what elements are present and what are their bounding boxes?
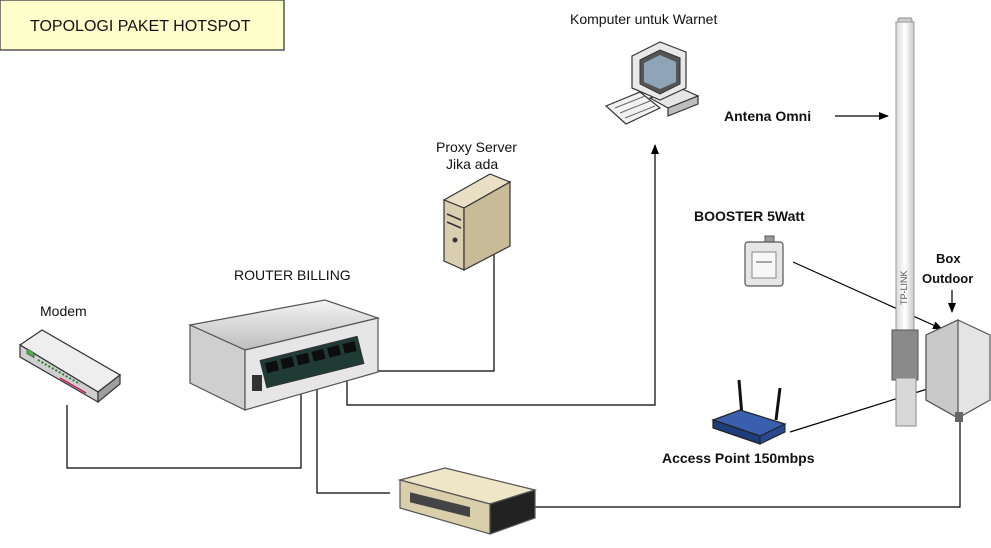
- antenna-brand-text: TP-LINK: [899, 270, 909, 305]
- computer-label: Komputer untuk Warnet: [570, 11, 717, 27]
- diagram-title: TOPOLOGI PAKET HOTSPOT: [30, 18, 251, 35]
- modem-icon: [18, 329, 122, 404]
- line-switch-router: [313, 376, 390, 494]
- arrow-booster: [792, 261, 943, 330]
- box-outdoor-icon: [925, 319, 991, 422]
- line-modem-router: [66, 376, 305, 469]
- box-outdoor-label-line1: Box: [936, 251, 961, 266]
- booster-icon: [744, 235, 784, 287]
- proxy-server-icon: [442, 173, 512, 271]
- antenna-icon: TP-LINK: [891, 17, 919, 427]
- access-point-icon: [711, 379, 787, 445]
- proxy-label-line2: Jika ada: [446, 156, 498, 172]
- line-switch-box: [535, 420, 961, 508]
- proxy-label-line1: Proxy Server: [436, 139, 517, 155]
- antenna-label: Antena Omni: [724, 108, 811, 124]
- computer-icon: [604, 41, 700, 125]
- title-box: TOPOLOGI PAKET HOTSPOT: [0, 0, 285, 51]
- booster-label: BOOSTER 5Watt: [694, 208, 805, 224]
- line-router-computer: [346, 144, 659, 406]
- switch-icon: [397, 467, 538, 535]
- router-icon: [188, 299, 381, 411]
- modem-label: Modem: [40, 303, 87, 319]
- connections: [66, 112, 961, 508]
- access-point-label: Access Point 150mbps: [662, 450, 815, 466]
- router-label: ROUTER BILLING: [234, 267, 351, 283]
- title-box-bg: [0, 0, 285, 51]
- box-outdoor-label-line2: Outdoor: [922, 271, 973, 286]
